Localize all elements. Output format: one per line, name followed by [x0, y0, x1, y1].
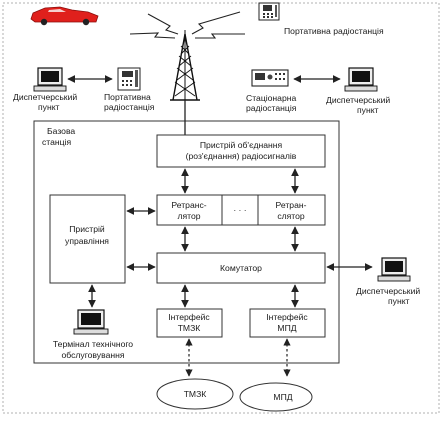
dispatch-left-label-1: Диспетчерський — [13, 92, 77, 102]
terminal-label-2: обслуговування — [61, 350, 124, 360]
control-device-box — [49, 194, 126, 284]
repeater-left-label-1: Ретранс- — [171, 200, 206, 210]
stationary-label-2: радіостанція — [246, 103, 297, 113]
portable-radio-top-label: Портативна радіостанція — [284, 26, 384, 36]
iface-tmzk-label-2: ТМЗК — [178, 323, 201, 333]
network-mpd-ellipse — [239, 382, 313, 412]
dispatch-bottom-label-2: пункт — [388, 296, 410, 306]
computer-terminal-icon — [377, 257, 411, 282]
control-label-2: управління — [65, 236, 109, 246]
combiner-label-2: (роз'єднання) радіосигналів — [186, 151, 297, 161]
base-station-label-1: Базова — [47, 126, 75, 136]
iface-tmzk-label-1: Інтерфейс — [168, 312, 210, 322]
terminal-label-1: Термінал технічного — [53, 339, 133, 349]
stationary-label-1: Стаціонарна — [246, 93, 296, 103]
interface-tmzk-box — [156, 308, 223, 338]
repeater-right-label-2: слятор — [277, 211, 305, 221]
net-tmzk-label: ТМЗК — [184, 389, 207, 399]
dispatch-bottom-label-1: Диспетчерський — [356, 286, 420, 296]
iface-mpd-label-2: МПД — [277, 323, 296, 333]
radio-station-icon — [117, 67, 141, 91]
repeater-right-label-1: Ретран- — [276, 200, 307, 210]
iface-mpd-label-1: Інтерфейс — [266, 312, 308, 322]
car-icon — [30, 6, 99, 26]
dispatch-right-label-2: пункт — [357, 105, 379, 115]
computer-terminal-icon — [73, 309, 109, 335]
portable-left-label-2: радіостанція — [104, 102, 155, 112]
antenna-tower-icon — [170, 30, 200, 101]
network-tmzk-ellipse — [156, 378, 234, 410]
switch-box — [156, 252, 326, 284]
radio-signal-icon — [129, 11, 245, 39]
outer-frame — [2, 2, 440, 414]
combiner-label-1: Пристрій об'єднання — [200, 140, 283, 150]
interface-mpd-box — [249, 308, 326, 338]
repeater-dots: · · · — [233, 205, 246, 215]
combiner-box — [156, 134, 326, 168]
repeater-left-label-2: лятор — [177, 211, 200, 221]
control-label-1: Пристрій — [69, 224, 105, 234]
net-mpd-label: МПД — [273, 392, 292, 402]
portable-left-label-1: Портативна — [104, 92, 151, 102]
dispatch-left-label-2: пункт — [38, 102, 60, 112]
dispatch-right-label-1: Диспетчерський — [326, 95, 390, 105]
radio-station-icon — [251, 69, 289, 87]
computer-terminal-icon — [344, 67, 378, 92]
switch-label: Комутатор — [220, 263, 262, 273]
radio-station-icon — [258, 2, 280, 21]
computer-terminal-icon — [33, 67, 67, 92]
base-station-label-2: станція — [42, 137, 71, 147]
repeater-row — [156, 194, 326, 226]
